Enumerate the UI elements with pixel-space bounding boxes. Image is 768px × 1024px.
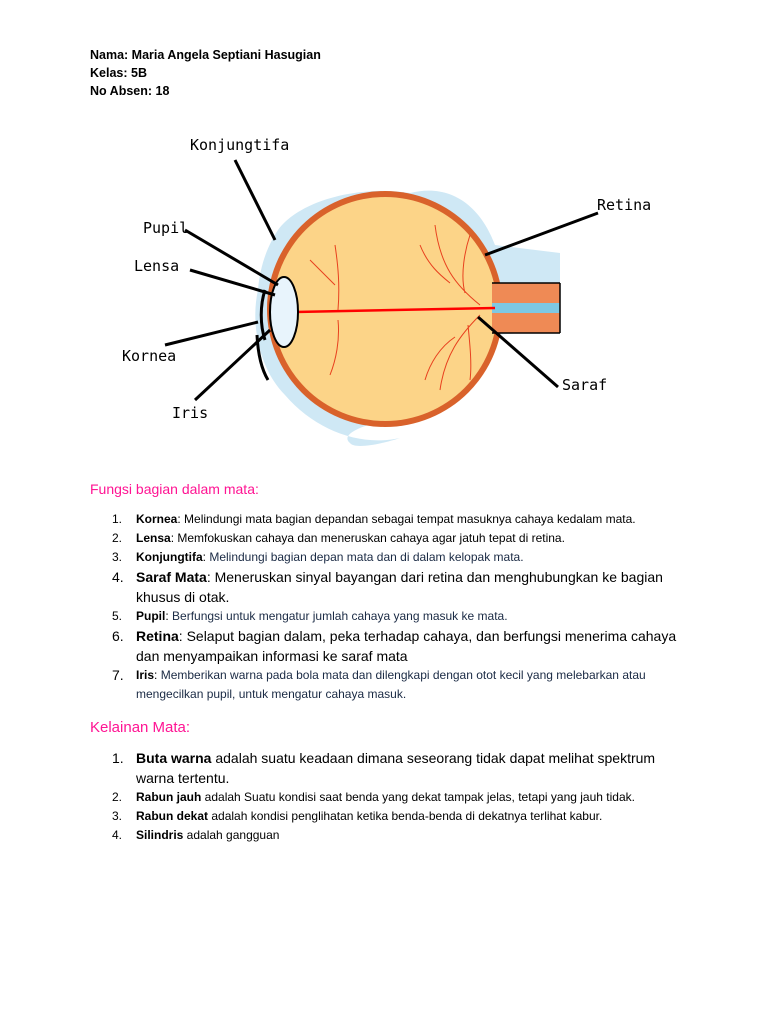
kelainan-item-silindris: 4. Silindris adalah gangguan bbox=[112, 826, 692, 845]
item-separator: : bbox=[177, 512, 181, 526]
item-number: 6. bbox=[112, 628, 124, 644]
item-separator: : bbox=[206, 569, 211, 585]
item-number: 2. bbox=[112, 531, 123, 545]
label-kornea: Kornea bbox=[122, 347, 176, 365]
fungsi-item-pupil: 5. Pupil: Berfungsi untuk mengatur jumlah… bbox=[112, 607, 692, 626]
item-number: 3. bbox=[112, 809, 123, 823]
fungsi-item-lensa: 2. Lensa: Memfokuskan cahaya dan menerusk… bbox=[112, 529, 692, 548]
fungsi-item-saraf-mata: 4. Saraf Mata: Meneruskan sinyal bayangan… bbox=[112, 567, 692, 607]
optical-axis bbox=[294, 306, 496, 314]
item-term: Konjungtifa bbox=[136, 550, 203, 564]
lens bbox=[269, 276, 299, 348]
item-text: Selaput bagian dalam, peka terhadap caha… bbox=[136, 628, 677, 664]
item-text: Memfokuskan cahaya dan meneruskan cahaya… bbox=[174, 531, 565, 545]
kelainan-item-rabun-dekat: 3. Rabun dekat adalah kondisi penglihatan… bbox=[112, 807, 692, 826]
item-term: Lensa bbox=[136, 531, 171, 545]
kelainan-item-buta-warna: 1. Buta warna adalah suatu keadaan dimana… bbox=[112, 748, 692, 788]
item-text: Berfungsi untuk mengatur jumlah cahaya y… bbox=[168, 609, 508, 623]
item-text: Meneruskan sinyal bayangan dari retina d… bbox=[136, 569, 663, 605]
item-term: Kornea bbox=[136, 512, 178, 526]
item-term: Pupil bbox=[136, 609, 166, 623]
item-term: Saraf Mata bbox=[136, 569, 207, 585]
item-separator: : bbox=[202, 550, 206, 564]
item-number: 3. bbox=[112, 550, 123, 564]
student-header: Nama: Maria Angela Septiani Hasugian Kel… bbox=[90, 46, 321, 100]
item-text: Memberikan warna pada bola mata dan dile… bbox=[136, 668, 646, 701]
item-term: Retina bbox=[136, 628, 179, 644]
item-text: adalah gangguan bbox=[183, 828, 280, 842]
kelainan-item-rabun-jauh: 2. Rabun jauh adalah Suatu kondisi saat b… bbox=[112, 788, 692, 807]
fungsi-item-konjungtifa: 3. Konjungtifa: Melindungi bagian depan m… bbox=[112, 548, 692, 567]
item-term: Iris bbox=[136, 668, 155, 682]
item-text: adalah Suatu kondisi saat benda yang dek… bbox=[201, 790, 635, 804]
student-class: Kelas: 5B bbox=[90, 66, 147, 80]
item-number: 1. bbox=[112, 512, 123, 526]
item-term: Rabun jauh bbox=[136, 790, 202, 804]
fungsi-list: 1. Kornea: Melindungi mata bagian depanda… bbox=[112, 510, 692, 704]
item-number: 5. bbox=[112, 609, 123, 623]
item-text: adalah kondisi penglihatan ketika benda-… bbox=[208, 809, 603, 823]
kelainan-list: 1. Buta warna adalah suatu keadaan dimana… bbox=[112, 748, 692, 845]
label-retina: Retina bbox=[597, 196, 651, 214]
label-iris: Iris bbox=[172, 404, 208, 422]
item-number: 7. bbox=[112, 667, 124, 683]
item-separator: : bbox=[154, 668, 158, 682]
student-absen: No Absen: 18 bbox=[90, 84, 170, 98]
eye-diagram: Konjungtifa Pupil Lensa Kornea Iris Reti… bbox=[122, 136, 651, 446]
item-separator: : bbox=[178, 628, 183, 644]
item-separator: : bbox=[165, 609, 169, 623]
item-text: Melindungi bagian depan mata dan di dala… bbox=[206, 550, 524, 564]
item-term: Buta warna bbox=[136, 750, 212, 766]
label-pupil: Pupil bbox=[143, 219, 188, 237]
fungsi-section-title: Fungsi bagian dalam mata: bbox=[90, 481, 259, 497]
fungsi-item-retina: 6. Retina: Selaput bagian dalam, peka ter… bbox=[112, 626, 692, 666]
label-saraf: Saraf bbox=[562, 376, 607, 394]
label-lensa: Lensa bbox=[134, 257, 179, 275]
optic-nerve-core bbox=[492, 303, 560, 313]
leader-lines bbox=[164, 159, 599, 402]
item-number: 4. bbox=[112, 569, 124, 585]
item-number: 1. bbox=[112, 750, 124, 766]
item-separator: : bbox=[170, 531, 175, 545]
item-term: Silindris bbox=[136, 828, 184, 842]
item-term: Rabun dekat bbox=[136, 809, 209, 823]
student-name: Nama: Maria Angela Septiani Hasugian bbox=[90, 48, 321, 62]
item-number: 2. bbox=[112, 790, 123, 804]
fungsi-item-iris: 7. Iris: Memberikan warna pada bola mata … bbox=[112, 666, 692, 704]
blood-vessels bbox=[309, 224, 481, 391]
item-text: Melindungi mata bagian depandan sebagai … bbox=[180, 512, 636, 526]
label-konjungtifa: Konjungtifa bbox=[190, 136, 289, 154]
item-text: adalah suatu keadaan dimana seseorang ti… bbox=[136, 750, 656, 786]
fungsi-item-kornea: 1. Kornea: Melindungi mata bagian depanda… bbox=[112, 510, 692, 529]
item-number: 4. bbox=[112, 828, 123, 842]
kelainan-section-title: Kelainan Mata: bbox=[90, 719, 191, 736]
